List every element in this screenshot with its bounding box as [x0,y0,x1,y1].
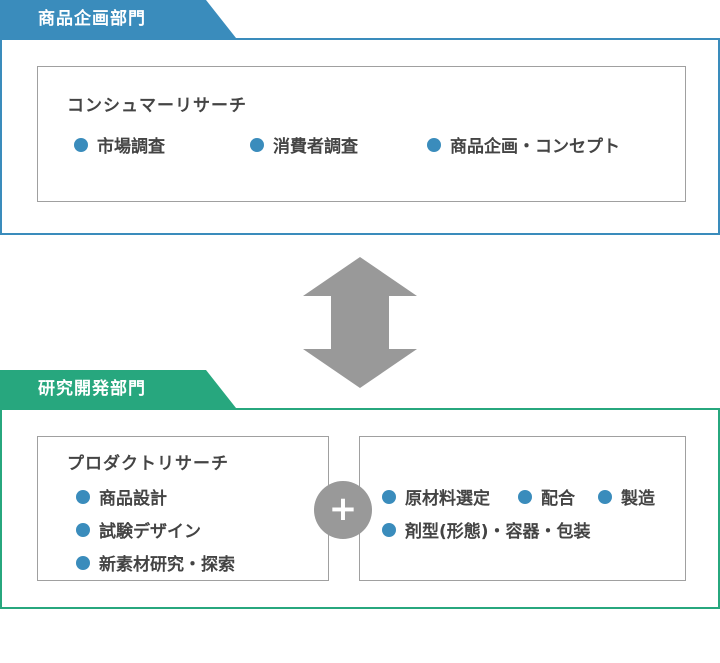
department-tab-rnd: 研究開発部門 [0,370,236,408]
list-item: 剤型(形態)・容器・包装 [382,517,591,542]
list-item: 商品企画・コンセプト [427,132,620,157]
panel-title: コンシュマーリサーチ [67,96,247,116]
list-item: 試験デザイン [76,517,201,542]
bullet-dot-icon [382,522,396,537]
list-item: 商品設計 [76,484,167,509]
bullet-dot-icon [250,137,264,152]
bullet-dot-icon [74,137,88,152]
bullet-dot-icon [427,137,441,152]
plus-icon: + [314,481,372,539]
product-research-panel: プロダクトリサーチ 商品設計 試験デザイン 新素材研究・探索 [37,436,329,581]
department-tab-product-planning: 商品企画部門 [0,0,236,38]
rnd-section [0,408,720,609]
development-process-panel: 原材料選定 配合 製造 剤型(形態)・容器・包装 [359,436,686,581]
department-title: 商品企画部門 [38,9,146,29]
product-planning-section [0,38,720,235]
list-item: 製造 [598,484,655,509]
bullet-dot-icon [598,489,612,504]
bullet-dot-icon [76,522,90,537]
list-item: 配合 [518,484,575,509]
consumer-research-panel: コンシュマーリサーチ 市場調査 消費者調査 商品企画・コンセプト [37,66,686,202]
list-item: 市場調査 [74,132,165,157]
list-item: 新素材研究・探索 [76,550,235,575]
list-item: 原材料選定 [382,484,490,509]
panel-title: プロダクトリサーチ [67,454,229,474]
list-item: 消費者調査 [250,132,358,157]
bullet-dot-icon [76,555,90,570]
department-title: 研究開発部門 [38,379,146,399]
double-arrow-icon [303,257,417,388]
bullet-dot-icon [382,489,396,504]
bullet-dot-icon [76,489,90,504]
bullet-dot-icon [518,489,532,504]
